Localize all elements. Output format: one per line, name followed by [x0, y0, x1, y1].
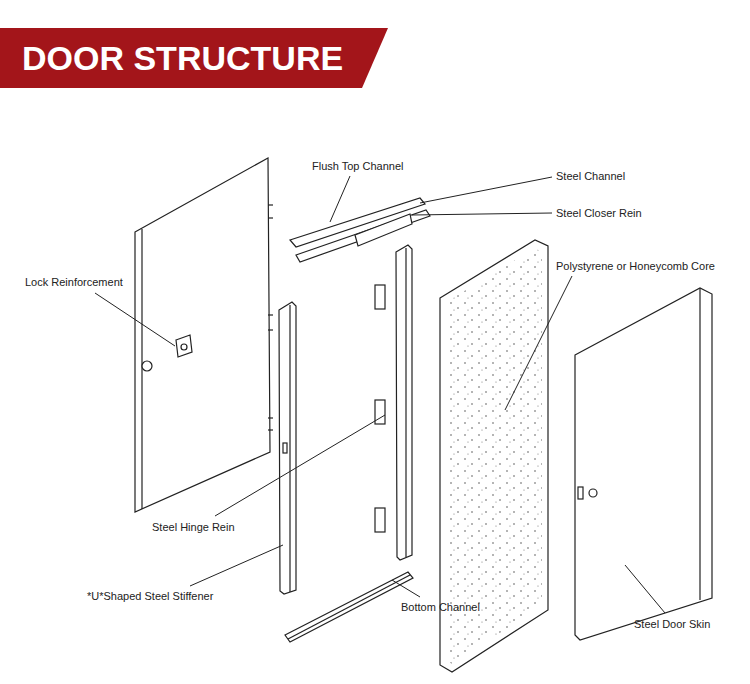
part-label: Steel Door Skin: [634, 618, 710, 631]
part-label: Bottom Channel: [401, 601, 480, 614]
part-label: Lock Reinforcement: [25, 276, 123, 289]
title: DOOR STRUCTURE: [22, 38, 343, 78]
part-label: Flush Top Channel: [312, 160, 404, 173]
leader-lines: [95, 176, 665, 613]
part-label: Steel Hinge Rein: [152, 521, 235, 534]
part-label: *U*Shaped Steel Stiffener: [87, 590, 213, 603]
part-label: Polystyrene or Honeycomb Core: [556, 260, 715, 273]
door-parts: [135, 158, 712, 672]
part-label: Steel Channel: [556, 170, 625, 183]
title-banner: [0, 28, 388, 88]
part-label: Steel Closer Rein: [556, 207, 642, 220]
